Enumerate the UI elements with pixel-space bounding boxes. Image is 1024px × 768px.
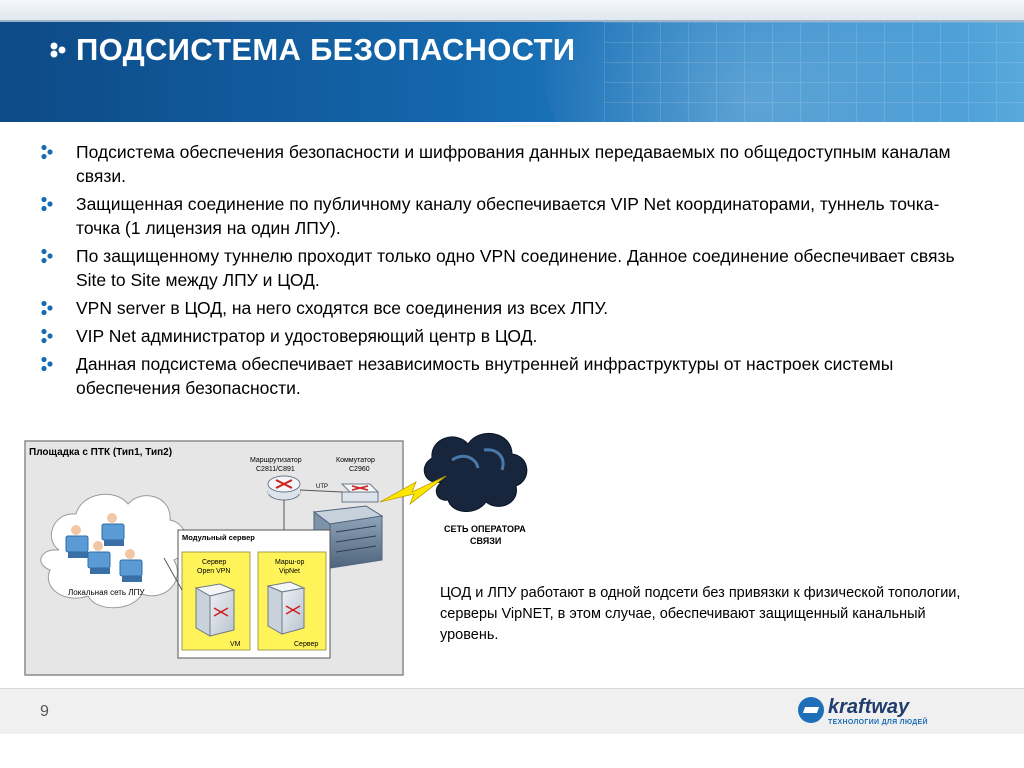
vipnet-server-icon xyxy=(266,581,306,635)
logo-mark-icon xyxy=(798,697,824,723)
bullet-text: Подсистема обеспечения безопасности и ши… xyxy=(76,142,951,186)
page-number: 9 xyxy=(40,703,49,720)
user-icon xyxy=(65,525,89,558)
bullet-item: VIP Net администратор и удостоверяющий ц… xyxy=(40,324,980,348)
slide-footer xyxy=(0,688,1024,735)
utp-link xyxy=(299,489,343,493)
slide-title: ПОДСИСТЕМА БЕЗОПАСНОСТИ xyxy=(76,32,576,67)
logo-tagline: ТЕХНОЛОГИИ ДЛЯ ЛЮДЕЙ xyxy=(828,719,928,726)
server-label: Сервер xyxy=(294,641,318,648)
bullet-item: Подсистема обеспечения безопасности и ши… xyxy=(40,140,980,188)
bullet-item: VPN server в ЦОД, на него сходятся все с… xyxy=(40,296,980,320)
operator-line1: СЕТЬ ОПЕРАТОРА xyxy=(444,524,526,534)
switch-model: C2960 xyxy=(349,466,370,473)
bottom-strip xyxy=(0,734,1024,768)
router-icon xyxy=(267,475,301,501)
switch-label: Коммутатор xyxy=(336,457,375,464)
bullet-item: Защищенная соединение по публичному кана… xyxy=(40,192,980,240)
vipnet-router-line2: VipNet xyxy=(279,568,300,575)
storm-cloud-icon xyxy=(423,433,528,512)
vipnet-router-line1: Марш-ор xyxy=(275,559,305,566)
slide-header xyxy=(0,22,1024,122)
modular-server-label: Модульный сервер xyxy=(182,533,255,542)
bullet-icon xyxy=(41,356,53,372)
operator-network: СЕТЬ ОПЕРАТОРА СВЯЗИ xyxy=(379,433,528,546)
switch-icon xyxy=(340,483,380,503)
bullet-item: Данная подсистема обеспечивает независим… xyxy=(40,352,980,400)
kraftway-logo: kraftway ТЕХНОЛОГИИ ДЛЯ ЛЮДЕЙ xyxy=(798,694,938,730)
bullet-icon xyxy=(41,300,53,316)
bullet-text: VPN server в ЦОД, на него сходятся все с… xyxy=(76,298,609,318)
lan-label: Локальная сеть ЛПУ xyxy=(68,588,145,597)
vpn-server-line2: Open VPN xyxy=(197,568,230,575)
bullet-item: По защищенному туннелю проходит только о… xyxy=(40,244,980,292)
bullet-icon xyxy=(41,328,53,344)
lan-cloud xyxy=(40,493,187,609)
user-icon xyxy=(87,541,111,574)
vm-server-icon xyxy=(194,583,236,637)
top-strip xyxy=(0,0,1024,22)
bullet-text: Защищенная соединение по публичному кана… xyxy=(76,194,940,238)
bullet-list: Подсистема обеспечения безопасности и ши… xyxy=(40,140,980,404)
title-bullet-icon xyxy=(50,42,66,58)
bullet-text: VIP Net администратор и удостоверяющий ц… xyxy=(76,326,538,346)
logo-wordmark: kraftway xyxy=(828,696,910,718)
topology-note: ЦОД и ЛПУ работают в одной подсети без п… xyxy=(440,585,961,643)
grid-decoration xyxy=(604,22,1024,122)
site-label: Площадка с ПТК (Тип1, Тип2) xyxy=(29,447,172,458)
vm-label: VM xyxy=(230,641,241,648)
bullet-icon xyxy=(41,144,53,160)
lightning-icon xyxy=(379,475,447,506)
bullet-text: Данная подсистема обеспечивает независим… xyxy=(76,354,894,398)
link-label: UTP xyxy=(316,484,328,490)
network-diagram: Площадка с ПТК (Тип1, Тип2) Локальная се… xyxy=(24,440,404,676)
globe-decoration xyxy=(544,22,1024,122)
vpn-server-line1: Сервер xyxy=(202,559,226,566)
bullet-icon xyxy=(41,196,53,212)
bullet-text: По защищенному туннелю проходит только о… xyxy=(76,246,955,290)
operator-line2: СВЯЗИ xyxy=(470,536,501,546)
router-label: Маршрутизатор xyxy=(250,457,302,464)
bullet-icon xyxy=(41,248,53,264)
router-model: C2811/C891 xyxy=(256,466,295,473)
user-icon xyxy=(101,513,125,546)
lan-link xyxy=(163,557,183,591)
user-icon xyxy=(119,549,143,582)
